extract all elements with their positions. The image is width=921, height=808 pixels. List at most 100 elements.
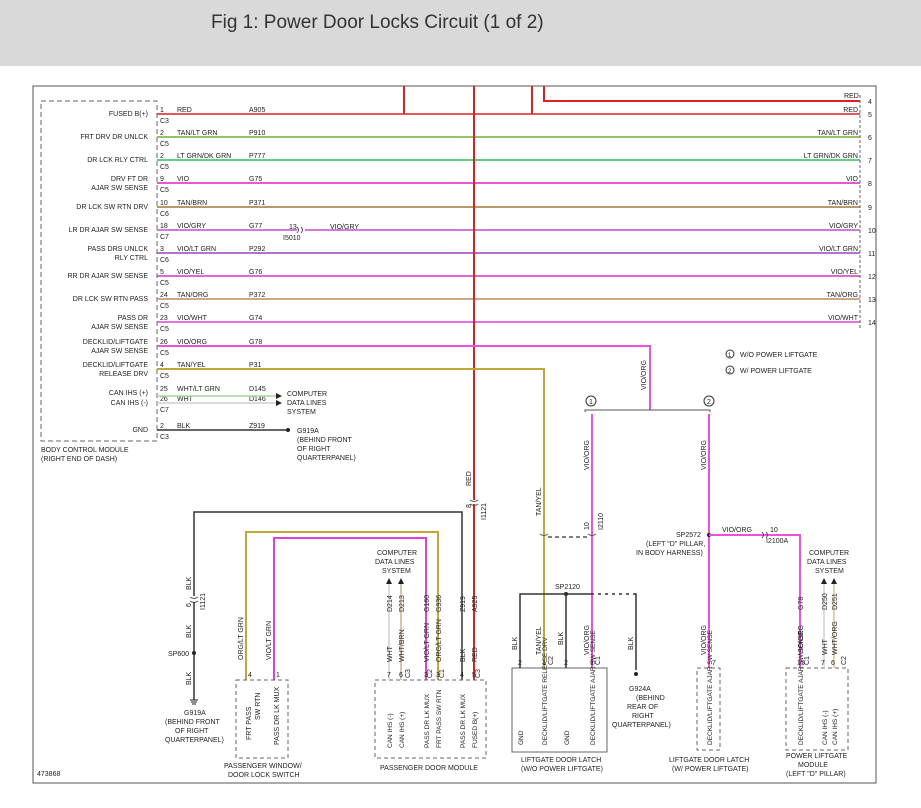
bcm-pin-conn: C7	[160, 234, 169, 241]
bcm-ground-4: QUARTERPANEL)	[297, 455, 356, 462]
bcm-right-pin: 11	[868, 251, 875, 258]
pass-door-module-box	[374, 679, 487, 759]
bcm-pin-label: CAN IHS (+)	[109, 390, 148, 397]
llwo-name-1: LIFTGATE DOOR LATCH	[521, 757, 601, 764]
pdm-wire: VIO/LT GRN	[424, 623, 431, 662]
bcm-wire-color: LT GRN/DK GRN	[177, 153, 231, 160]
bcm-circuit: G77	[249, 223, 262, 230]
pdm-cdl-3: SYSTEM	[382, 568, 411, 575]
splice13-conn: I5010	[283, 235, 301, 242]
bcm-right-label: TAN/LT GRN	[818, 130, 858, 137]
bcm-pin-number: 25	[160, 386, 168, 393]
llwo-blk-label-1: BLK	[512, 636, 519, 650]
pdm-circuit: D214	[387, 595, 394, 612]
bcm-circuit: D145	[249, 386, 266, 393]
bcm-right-pin: 7	[868, 158, 872, 165]
bcm-pin-conn: C5	[160, 164, 169, 171]
plm-conn: C2	[841, 656, 848, 665]
sp2572-note-1: (LEFT "D" PILLAR,	[646, 541, 705, 548]
branch-1-num: 1	[589, 399, 593, 406]
bcm-circuit: G76	[249, 269, 262, 276]
pws-pin-2: 1	[276, 672, 280, 679]
bcm-pin-number: 26	[160, 339, 168, 346]
llwo-pin-label: GND	[518, 730, 525, 745]
branch-2-circle	[703, 395, 715, 407]
legend-1-text: W/O POWER LIFTGATE	[740, 352, 818, 359]
llw-name-2: (W/ POWER LIFTGATE)	[672, 766, 748, 773]
pwm-blk3-label: BLK	[186, 671, 193, 685]
bcm-pin-number: 23	[160, 315, 168, 322]
g924a-1: G924A	[629, 686, 651, 693]
g924a-2: (BEHIND	[636, 695, 665, 702]
vio-org-branch-label: VIO/ORG	[641, 360, 648, 390]
bcm-wire-color: TAN/BRN	[177, 200, 207, 207]
bcm-pin-number: 3	[160, 246, 164, 253]
pdm-wire: ORG/LT GRN	[436, 619, 443, 662]
bcm-pin-label: DR LCK SW RTN PASS	[73, 296, 149, 303]
vio-ltgrn-switch-wire	[273, 537, 427, 680]
bcm-pin-label: DR LCK SW RTN DRV	[76, 204, 148, 211]
pdm-circuit: G160	[424, 595, 431, 612]
g924a-3: REAR OF	[627, 704, 658, 711]
red-vert-label: RED	[466, 471, 473, 486]
plm-circuit: D250	[822, 593, 829, 610]
sp600-dot	[192, 651, 196, 655]
bcm-pin-number: 2	[160, 130, 164, 137]
bcm-pin-number: 2	[160, 423, 164, 430]
pdm-pin-label: FUSED B(+)	[472, 712, 479, 748]
plm-wire: WHT/ORG	[832, 621, 839, 655]
bcm-wire-color: TAN/ORG	[177, 292, 208, 299]
llwo-pin: 2	[564, 660, 568, 667]
bcm-pin-number: 10	[160, 200, 168, 207]
pdm-pin: 4	[460, 672, 464, 679]
bcm-right-label: TAN/ORG	[827, 292, 858, 299]
bcm-pin-number: 18	[160, 223, 168, 230]
org-ltgrn-wire	[245, 531, 439, 680]
bcm-circuit: P371	[249, 200, 265, 207]
branch-2-num: 2	[707, 399, 711, 406]
bcm-pin-label: DRV FT DR	[111, 176, 148, 183]
bcm-right-pin: 13	[868, 297, 876, 304]
bcm-pin-number: 1	[160, 107, 164, 114]
pwm-conn: I1121	[200, 593, 207, 610]
bcm-right-label: VIO/LT GRN	[819, 246, 858, 253]
llw-label: DECKLID/LIFTGATE AJAR SW SENSE	[707, 630, 714, 745]
bcm-pin-number: 5	[160, 269, 164, 276]
pwm-pin: 6	[186, 603, 193, 607]
pdm-pin: 3	[424, 672, 428, 679]
power-liftgate-module-box	[785, 667, 849, 751]
bcm-pin-label: LR DR AJAR SW SENSE	[69, 227, 149, 234]
sp2572-name: SP2572	[676, 532, 701, 539]
bcm-wire-color: VIO	[177, 176, 190, 183]
bcm-circuit: G75	[249, 176, 262, 183]
pdm-circuit: G936	[436, 595, 443, 612]
bcm-pin-label-2: AJAR SW SENSE	[91, 185, 148, 192]
llwo-tanyel-2: TAN/YEL	[536, 626, 543, 655]
plm-cdl-3: SYSTEM	[815, 568, 844, 575]
pdm-conn: C1	[439, 669, 446, 678]
bcm-right-pin: 6	[868, 135, 872, 142]
bcm-cdl-arrow-icon	[276, 393, 282, 406]
plm-pin: 7	[821, 660, 825, 667]
pws-pin-1: 4	[248, 672, 252, 679]
red-wire-top-pin4	[543, 86, 860, 102]
bcm-ground-dot	[286, 428, 290, 432]
pdm-conn: C2	[427, 669, 434, 678]
llwo-pin: 1	[590, 660, 594, 667]
bcm-wire-color: WHT	[177, 396, 194, 403]
legend-1-num: 1	[728, 353, 732, 359]
vio-org-branch-wire	[157, 345, 651, 410]
splice13-pin: 13	[289, 224, 297, 231]
bcm-wire-color: WHT/LT GRN	[177, 386, 220, 393]
bcm-circuit: P31	[249, 362, 262, 369]
bcm-right-label: RED	[843, 107, 858, 114]
llwo-pin-label: GND	[564, 730, 571, 745]
llwo-conn: C2	[548, 656, 555, 665]
bcm-right-label: LT GRN/DK GRN	[804, 153, 858, 160]
bcm-pin-number: 24	[160, 292, 168, 299]
llwo-pin: 2	[518, 660, 522, 667]
bcm-pin-label: RR DR AJAR SW SENSE	[67, 273, 148, 280]
plm-pin-label: CAN IHS (-)	[822, 710, 829, 745]
